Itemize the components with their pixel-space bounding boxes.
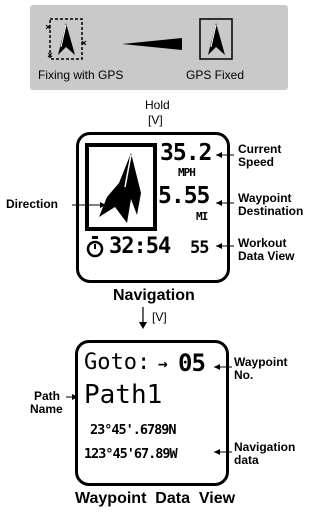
gps-fixed-icon xyxy=(196,17,236,61)
workout-seconds: 55 xyxy=(190,238,210,258)
fixing-caption: Fixing with GPS xyxy=(38,68,124,82)
direction-callout-arrow xyxy=(72,202,106,208)
nav-data-label-line2: data xyxy=(234,453,259,467)
destination-callout-arrow xyxy=(216,200,234,206)
fixed-caption: GPS Fixed xyxy=(186,68,245,82)
longitude: 123°45'67.89W xyxy=(84,446,178,462)
navigation-title: Navigation xyxy=(113,287,195,304)
current-speed-label-line1: Current xyxy=(238,142,282,156)
nav-data-label-line1: Navigation xyxy=(234,440,296,454)
latitude: 23°45'.6789N xyxy=(90,422,177,438)
current-speed-label-line2: Speed xyxy=(238,155,275,169)
gps-fixing-icon xyxy=(45,17,87,61)
waypoint-destination-label-line1: Waypoint xyxy=(238,191,292,205)
waypoint-destination-label-line2: Destination xyxy=(238,204,304,218)
goto-label: Goto: xyxy=(84,350,151,375)
speed-unit: MPH xyxy=(178,166,196,179)
waypoint-watch-face xyxy=(75,340,229,486)
transition-arrow xyxy=(122,38,182,50)
workout-label-line1: Workout xyxy=(238,236,287,250)
distance-value: 5.55 xyxy=(158,183,210,209)
nav-data-callout-arrow xyxy=(214,449,232,455)
hold-key: [V] xyxy=(148,113,163,127)
speed-value: 35.2 xyxy=(160,140,212,166)
path-name-label-line1: Path xyxy=(34,389,61,403)
stopwatch-icon xyxy=(86,236,104,258)
waypoint-no-label-line1: Waypoint xyxy=(234,355,288,369)
path-name-label-line2: Name xyxy=(30,402,63,416)
workout-label-line2: Data View xyxy=(238,249,295,263)
waypoint-no-callout-arrow xyxy=(214,364,232,370)
hold-label: Hold xyxy=(145,98,170,112)
workout-time: 32:54 xyxy=(109,234,171,259)
direction-box xyxy=(85,143,157,231)
direction-label: Direction xyxy=(6,197,59,211)
down-arrow-icon xyxy=(139,307,147,329)
waypoint-no-label-line2: No. xyxy=(234,368,254,382)
waypoint-data-view-title: Waypoint Data View xyxy=(75,490,236,507)
distance-unit: MI xyxy=(196,210,208,223)
next-key: [V] xyxy=(152,310,167,324)
path-name-callout-arrow xyxy=(66,394,78,400)
workout-callout-arrow xyxy=(216,243,234,249)
goto-arrow: → xyxy=(158,354,168,373)
waypoint-number: 05 xyxy=(178,349,206,377)
path-name: Path1 xyxy=(84,380,163,410)
speed-callout-arrow xyxy=(216,152,234,158)
